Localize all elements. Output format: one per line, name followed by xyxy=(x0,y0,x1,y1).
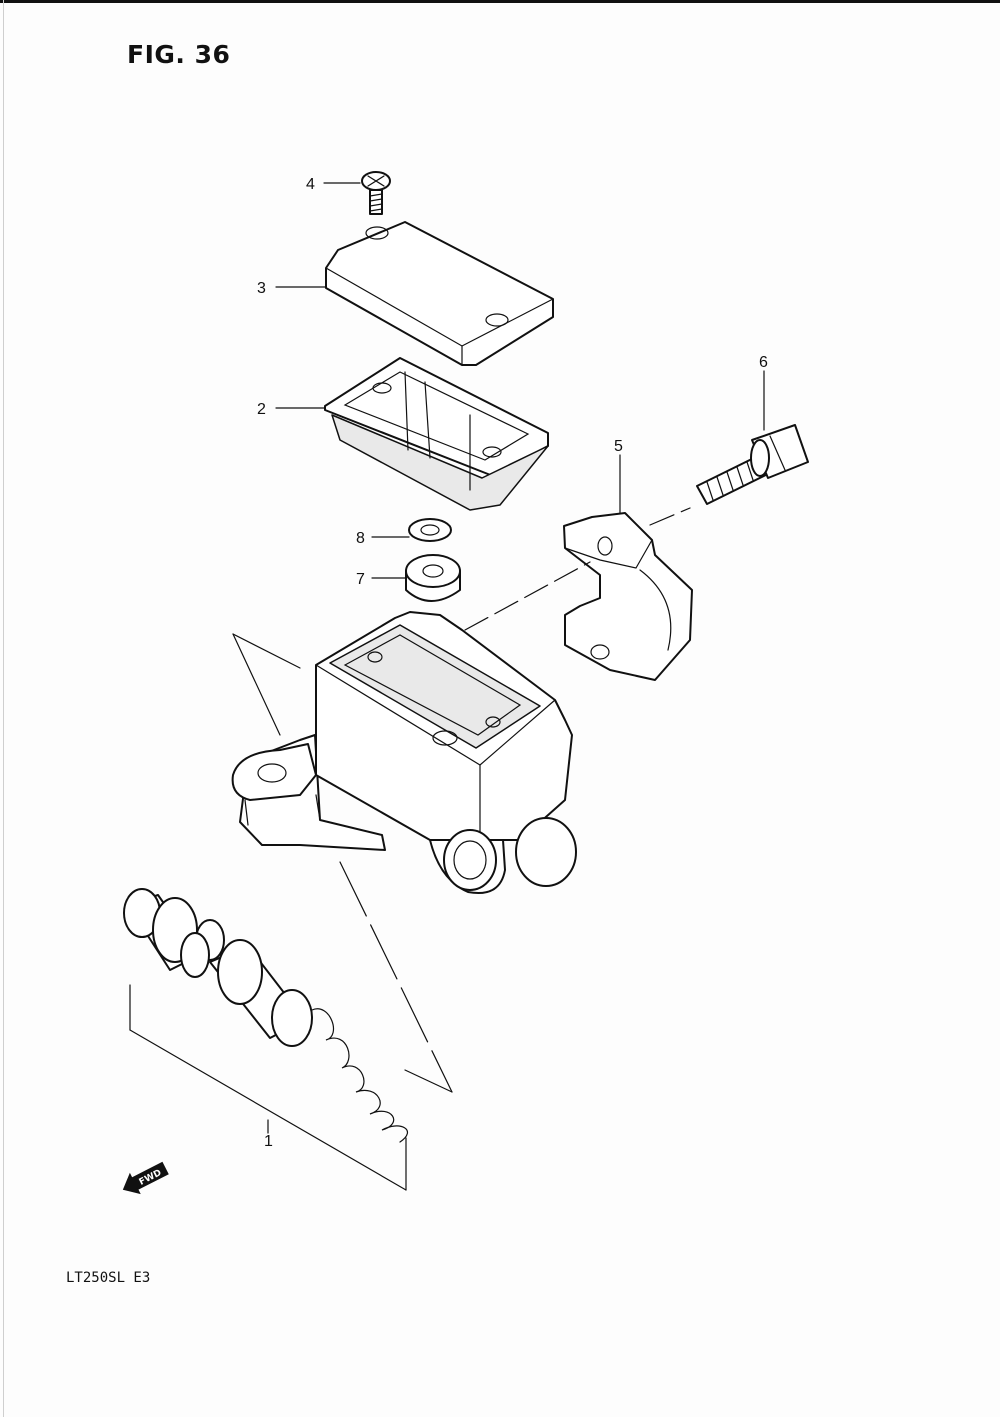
part-1-piston-kit xyxy=(123,888,408,1143)
callout-labels: 1 2 3 4 5 6 7 8 xyxy=(257,176,768,1150)
fwd-arrow-icon: FWD xyxy=(122,1161,169,1195)
part-3-reservoir-cap xyxy=(325,221,554,366)
callout-6: 6 xyxy=(759,354,768,371)
part-8-washer xyxy=(408,518,452,542)
left-edge xyxy=(3,0,4,1417)
leader-lines xyxy=(232,182,765,1134)
part-4-screw xyxy=(361,171,391,215)
callout-4: 4 xyxy=(306,176,315,193)
callout-1: 1 xyxy=(264,1133,273,1150)
part-2-diaphragm xyxy=(324,357,549,511)
callout-2: 2 xyxy=(257,401,266,418)
callout-7: 7 xyxy=(356,571,365,588)
part-1-master-cylinder-body xyxy=(231,611,577,894)
model-code: LT250SL E3 xyxy=(66,1270,151,1286)
callout-5: 5 xyxy=(614,438,623,455)
part-6-bolt xyxy=(696,424,809,505)
part-7-boot xyxy=(405,554,461,602)
callout-8: 8 xyxy=(356,530,365,547)
part-5-clamp xyxy=(563,512,693,681)
figure-title: FIG. 36 xyxy=(127,40,231,69)
callout-3: 3 xyxy=(257,280,266,297)
part-1-bracket xyxy=(129,984,407,1191)
top-border xyxy=(0,0,1000,3)
